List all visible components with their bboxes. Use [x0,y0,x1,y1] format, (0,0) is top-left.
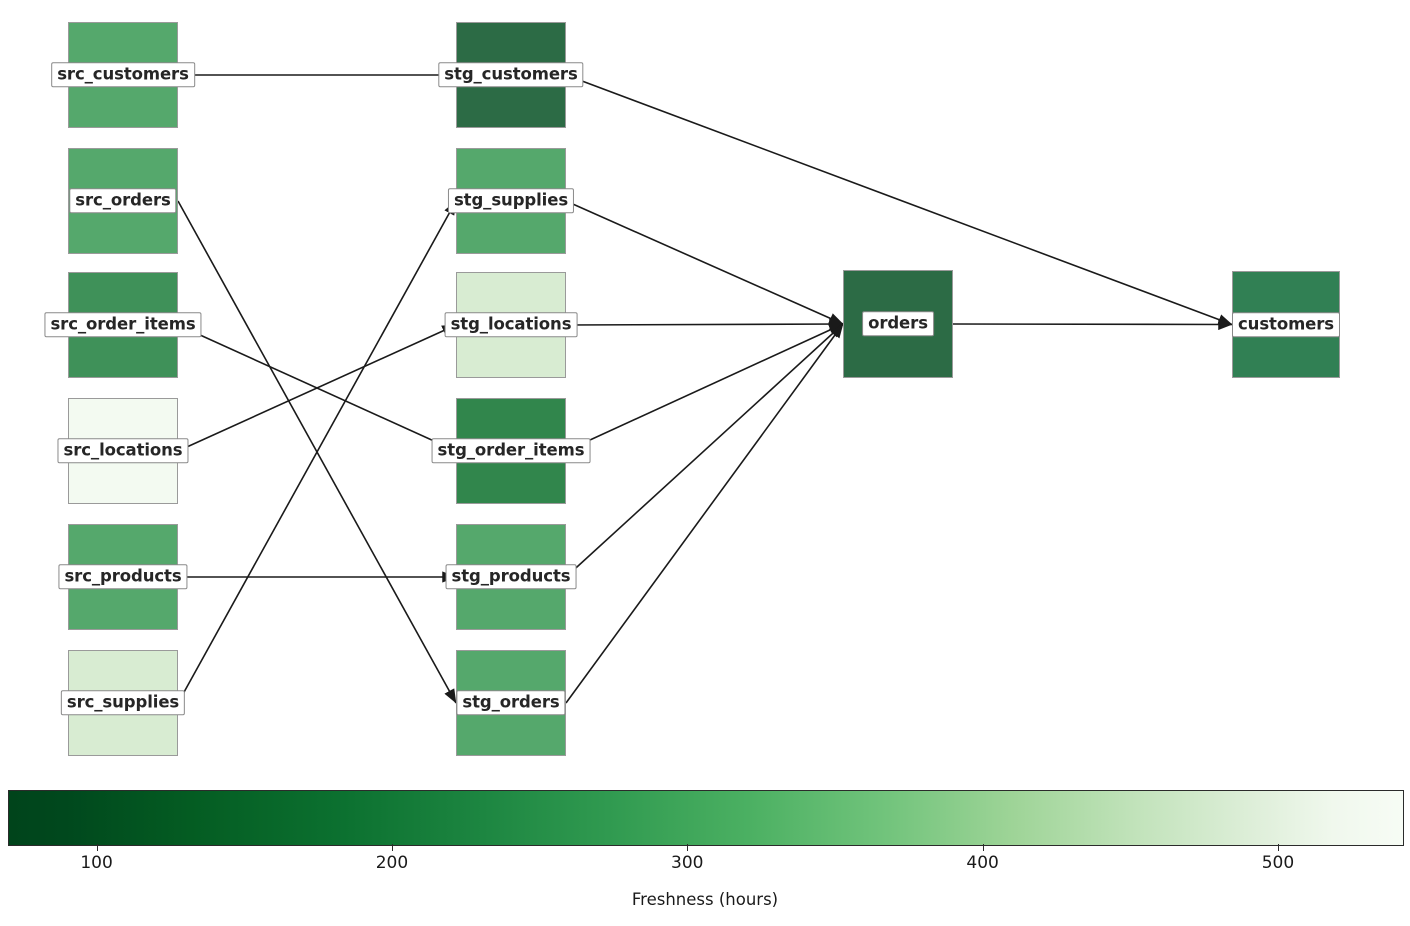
colorbar-tick-200 [391,844,393,851]
node-label-stg_orders: stg_orders [456,690,566,716]
edge-orders-to-customers [952,318,1233,331]
edge-stg_supplies-to-orders [565,200,844,325]
edge-src_locations-to-stg_locations [177,324,457,452]
node-label-stg_customers: stg_customers [438,62,584,88]
edge-stg_customers-to-customers [565,74,1233,326]
colorbar-tick-label-300: 300 [671,853,704,873]
edge-stg_order_items-to-orders [565,323,844,452]
colorbar-gradient [8,790,1404,846]
node-label-orders: orders [862,311,934,337]
colorbar-tick-500 [1277,844,1279,851]
node-label-src_supplies: src_supplies [60,690,186,716]
colorbar-tick-label-100: 100 [80,853,113,873]
node-label-src_locations: src_locations [57,438,189,464]
colorbar: 100 200 300 400 500 Freshness (hours) [0,786,1410,926]
edge-paths [177,74,1233,704]
edge-stg_products-to-orders [565,323,844,578]
edge-stg_orders-to-orders [565,323,844,704]
edge-stg_locations-to-orders [565,318,844,330]
node-label-customers: customers [1231,311,1341,338]
node-label-stg_order_items: stg_order_items [431,438,591,464]
node-label-stg_locations: stg_locations [444,312,578,338]
colorbar-title: Freshness (hours) [631,890,779,909]
colorbar-tick-300 [687,844,689,851]
colorbar-tick-400 [982,844,984,851]
node-label-stg_supplies: stg_supplies [447,188,575,214]
edge-layer [177,74,1233,704]
colorbar-tick-label-200: 200 [375,853,409,873]
colorbar-tick-label-400: 400 [966,853,999,873]
node-label-src_orders: src_orders [69,188,177,214]
node-label-src_order_items: src_order_items [44,312,202,338]
colorbar-tick-label-500: 500 [1261,853,1295,873]
colorbar-tick-100 [96,844,98,851]
node-label-src_products: src_products [58,564,188,590]
node-label-stg_products: stg_products [445,564,577,590]
node-label-src_customers: src_customers [51,62,195,88]
edge-src_supplies-to-stg_supplies [177,200,457,704]
